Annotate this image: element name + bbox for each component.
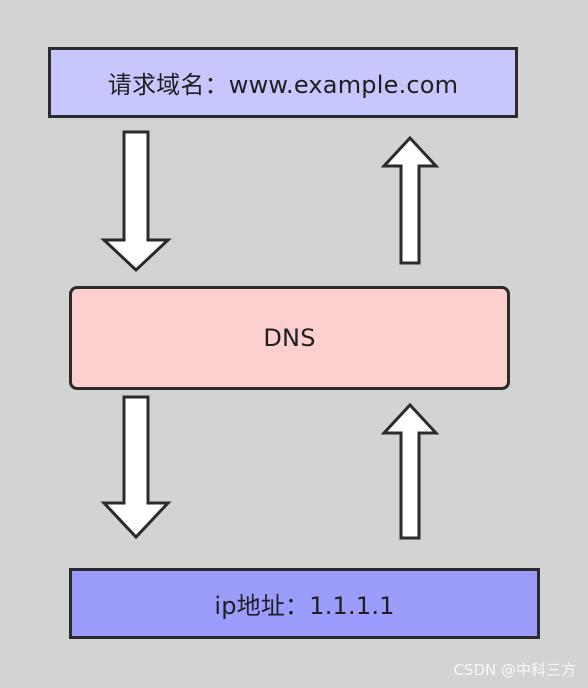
dns-label: DNS	[263, 324, 316, 352]
ip-address-label: ip地址：1.1.1.1	[214, 592, 395, 620]
dns-to-request-arrow	[380, 135, 440, 265]
ip-address-box: ip地址：1.1.1.1	[69, 568, 540, 639]
request-domain-box: 请求域名：www.example.com	[48, 47, 518, 118]
request-to-dns-arrow	[100, 130, 172, 273]
result-to-dns-arrow	[380, 402, 440, 540]
dns-box: DNS	[69, 286, 510, 390]
request-domain-label: 请求域名：www.example.com	[107, 71, 459, 99]
dns-to-result-arrow	[100, 395, 172, 540]
watermark: CSDN @中科三方	[453, 661, 576, 679]
